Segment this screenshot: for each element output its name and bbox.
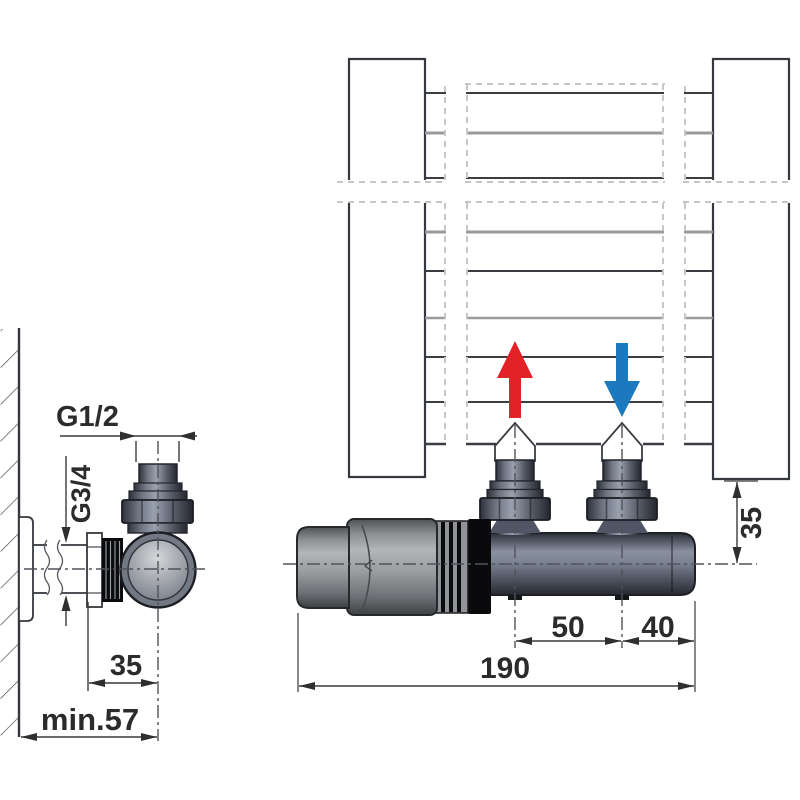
dim-axis-to-radiator-label: 35 — [736, 506, 768, 540]
radiator-right-collector-top — [711, 57, 791, 180]
pipe-break-mark — [56, 539, 64, 596]
dimension-50 — [516, 637, 621, 645]
pipe-break-mark — [43, 539, 51, 596]
break-lines — [337, 83, 791, 445]
return-flow-arrow-icon — [604, 343, 640, 417]
dimension-g12 — [60, 431, 197, 462]
dimension-190 — [297, 613, 694, 692]
thermostatic-head — [296, 518, 491, 616]
head-face-arc — [361, 524, 371, 612]
radiator-left-collector-top — [347, 57, 427, 180]
front-view — [283, 57, 791, 692]
head-body — [346, 518, 438, 616]
dim-min-clearance-label: min.57 — [40, 702, 140, 737]
riser-connection — [479, 421, 551, 648]
thread-wall-label: G3/4 — [66, 464, 96, 524]
radiator-tubes — [425, 92, 713, 446]
supply-pipe — [33, 539, 88, 596]
radiator-right-collector-bottom — [711, 203, 791, 481]
dimension-40 — [623, 601, 696, 692]
dim-axis-spacing-label: 50 — [551, 611, 585, 644]
dimension-min57 — [21, 733, 157, 741]
wall-hatching — [0, 329, 19, 739]
thread-top-label: G1/2 — [56, 401, 119, 433]
dim-total-length-label: 190 — [479, 652, 531, 685]
supply-flow-arrow-icon — [497, 341, 533, 418]
valve-manifold — [489, 532, 696, 596]
dimension-35-side — [87, 602, 157, 691]
dim-axis-to-end-label: 40 — [641, 611, 675, 644]
dimension-g34 — [61, 456, 71, 626]
head-collar — [468, 519, 491, 614]
dim-wall-to-axis-label: 35 — [109, 650, 143, 682]
wall-union-nut — [86, 532, 103, 608]
side-view-centerlines — [24, 441, 206, 741]
radiator-left-collector-bottom — [347, 203, 427, 479]
dimension-35-front — [724, 480, 758, 563]
head-cap — [296, 526, 350, 609]
side-view — [0, 328, 206, 741]
